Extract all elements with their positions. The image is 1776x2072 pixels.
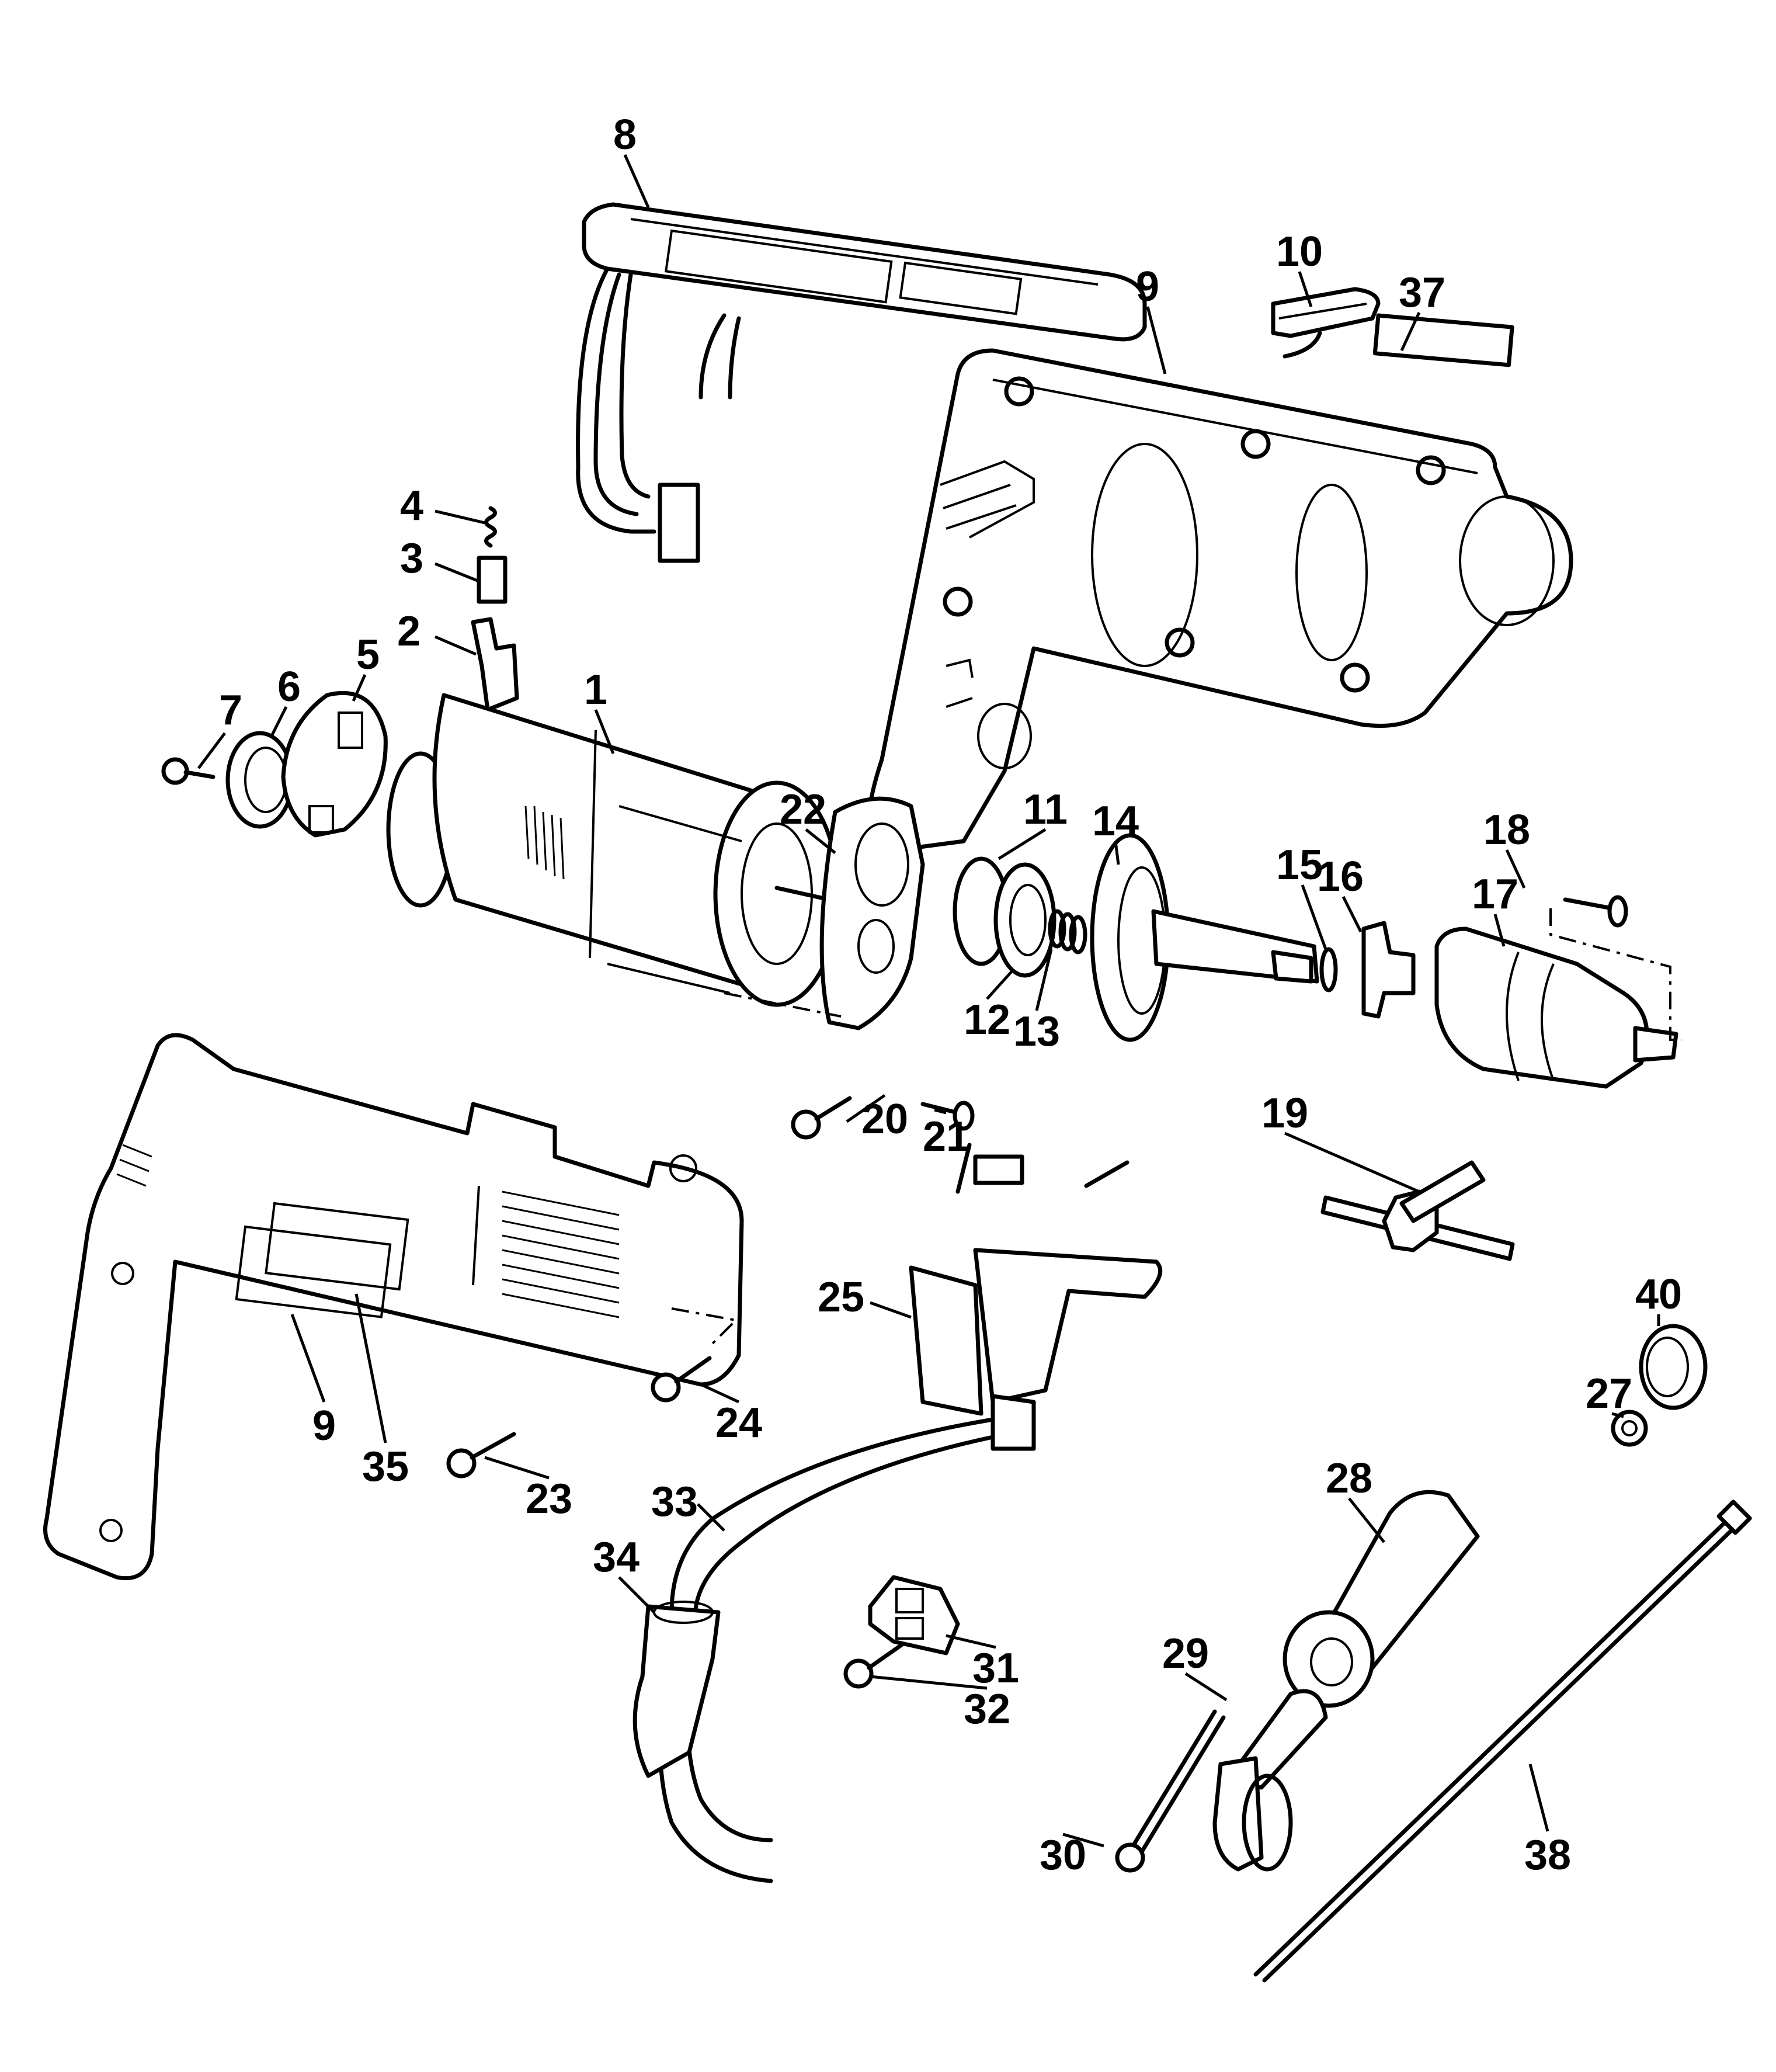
part-15-washer — [1319, 947, 1338, 992]
part-10-switch-lever — [1271, 287, 1381, 359]
part-12-bearing — [993, 862, 1056, 978]
callout-11: 11 — [1023, 786, 1068, 833]
callout-27: 27 — [1586, 1370, 1632, 1417]
callout-33: 33 — [651, 1478, 698, 1525]
part-9-housing-left — [43, 1033, 744, 1581]
callout-38: 38 — [1524, 1832, 1571, 1879]
callout-24: 24 — [715, 1400, 762, 1446]
callout-5: 5 — [356, 631, 380, 678]
part-37-label — [1372, 313, 1514, 367]
part-21-screw — [920, 1101, 975, 1131]
part-16-bushing — [1361, 921, 1416, 1019]
callout-2: 2 — [397, 608, 420, 655]
callout-13: 13 — [1013, 1008, 1060, 1055]
part-40-handle-knob — [1639, 1324, 1708, 1410]
callout-20: 20 — [861, 1096, 908, 1143]
callout-19: 19 — [1261, 1090, 1308, 1137]
part-1-motor-armature — [386, 693, 840, 1007]
callout-6: 6 — [277, 664, 301, 710]
part-17-chuck — [1434, 926, 1678, 1089]
callout-37: 37 — [1399, 269, 1445, 316]
callout-1: 1 — [584, 667, 607, 713]
part-14-gear-spindle — [1090, 833, 1319, 1042]
callout-3: 3 — [400, 535, 423, 582]
callout-16: 16 — [1317, 853, 1364, 900]
part-29-handle-clamp — [1212, 1689, 1328, 1872]
part-25-trigger-switch — [909, 1143, 1163, 1451]
dashed-assembly-line-chuck — [1549, 908, 1682, 1041]
callout-29: 29 — [1162, 1630, 1209, 1677]
callout-17: 17 — [1472, 871, 1518, 918]
part-32-screw — [843, 1642, 905, 1689]
callout-31: 31 — [972, 1645, 1019, 1692]
part-27-nut — [1611, 1410, 1648, 1447]
callout-15: 15 — [1276, 842, 1323, 889]
callout-12: 12 — [964, 997, 1010, 1043]
part-38-depth-rod — [1253, 1500, 1752, 1983]
callout-40: 40 — [1635, 1271, 1682, 1318]
part-28-handle-grip — [1283, 1490, 1480, 1708]
callout-9-bottom: 9 — [312, 1403, 336, 1449]
callout-7: 7 — [219, 687, 242, 734]
callout-21: 21 — [923, 1113, 969, 1160]
callout-labels: 8 10 9 37 4 3 2 5 6 7 1 22 11 14 18 15 1… — [219, 112, 1682, 1879]
part-2-brush-holder — [471, 617, 519, 712]
part-18-chuck-screw — [1563, 895, 1628, 928]
callout-32: 32 — [964, 1686, 1010, 1733]
callout-28: 28 — [1326, 1455, 1372, 1502]
callout-9-top: 9 — [1136, 263, 1159, 310]
callout-8: 8 — [613, 112, 637, 158]
part-3-carbon-brush — [477, 556, 508, 604]
callout-35: 35 — [362, 1443, 409, 1490]
callout-34: 34 — [593, 1534, 640, 1581]
part-4-spring — [484, 506, 497, 548]
part-13-spring — [1048, 909, 1087, 955]
leader-lines — [197, 154, 1660, 1848]
callout-4: 4 — [400, 483, 423, 529]
part-23-screw — [446, 1432, 516, 1478]
callout-23: 23 — [526, 1476, 572, 1522]
callout-22: 22 — [780, 786, 826, 833]
part-8-switch-plate — [576, 202, 1147, 563]
callout-30: 30 — [1040, 1832, 1086, 1879]
part-31-cord-clamp — [868, 1575, 960, 1655]
callout-25: 25 — [818, 1274, 864, 1321]
callout-14: 14 — [1092, 798, 1139, 845]
part-19-chuck-key — [1320, 1160, 1515, 1261]
part-24-screw — [651, 1356, 712, 1403]
part-5-end-plate — [281, 690, 388, 838]
part-7-screw — [161, 757, 216, 785]
part-30-bolt — [1115, 1709, 1226, 1873]
callout-18: 18 — [1483, 807, 1530, 853]
callout-10: 10 — [1276, 228, 1323, 275]
part-34-cord-guard — [632, 1601, 721, 1778]
part-20-screw — [791, 1096, 852, 1140]
part-9-housing-right — [866, 348, 1573, 855]
part-22-gear-plate — [819, 796, 925, 1030]
